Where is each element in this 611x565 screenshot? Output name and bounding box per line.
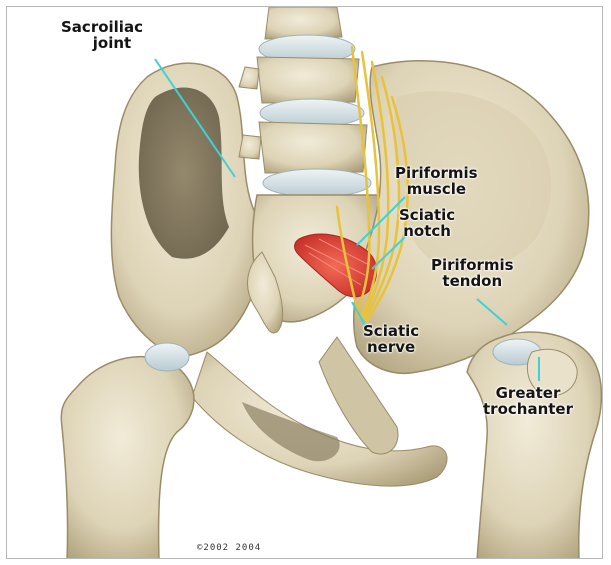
label-greater-trochanter-line2: trochanter [483,401,573,417]
label-piriformis-tendon-line2: tendon [431,273,514,289]
label-sciatic-notch-line2: notch [399,223,455,239]
label-sacroiliac-joint: Sacroiliac joint [61,19,143,51]
label-sciatic-nerve-line1: Sciatic [363,323,419,339]
label-piriformis-tendon: Piriformis tendon [431,257,514,289]
illustration-frame: Sacroiliac joint Piriformis muscle Sciat… [6,6,603,559]
copyright-text: ©2002 2004 [197,543,261,553]
label-piriformis-muscle: Piriformis muscle [395,165,478,197]
label-greater-trochanter-line1: Greater [483,385,573,401]
label-sciatic-notch-line1: Sciatic [399,207,455,223]
label-sacroiliac-line2: joint [81,35,143,51]
label-piriformis-muscle-line2: muscle [395,181,478,197]
label-greater-trochanter: Greater trochanter [483,385,573,417]
left-femoral-head [145,343,189,371]
label-sciatic-nerve: Sciatic nerve [363,323,419,355]
label-sacroiliac-line1: Sacroiliac [61,19,143,35]
label-piriformis-tendon-line1: Piriformis [431,257,514,273]
label-sciatic-nerve-line2: nerve [363,339,419,355]
label-sciatic-notch: Sciatic notch [399,207,455,239]
label-piriformis-muscle-line1: Piriformis [395,165,478,181]
